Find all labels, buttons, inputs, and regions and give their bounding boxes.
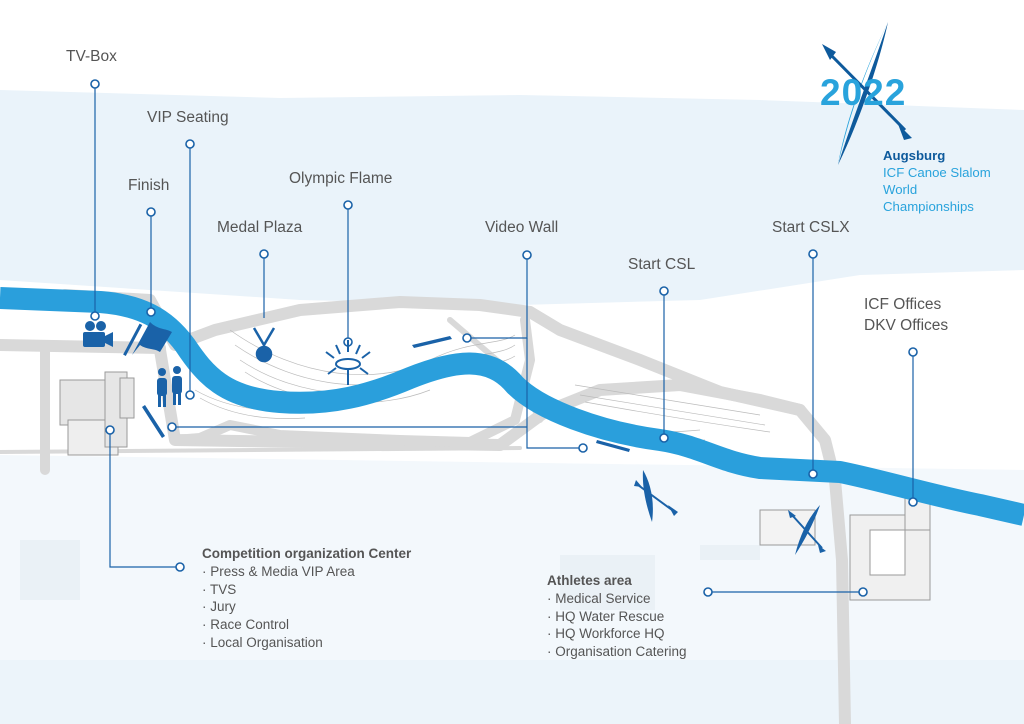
people-icon xyxy=(157,366,182,407)
label-start-cslx: Start CSLX xyxy=(772,219,850,236)
river xyxy=(0,287,1024,526)
logo-city: Augsburg xyxy=(883,148,946,163)
marker-athletes-area-site[interactable] xyxy=(858,587,868,597)
list-item: · Medical Service xyxy=(547,590,651,606)
medal-icon xyxy=(252,327,276,363)
marker-medal-plaza[interactable] xyxy=(259,249,269,259)
label-start-csl: Start CSL xyxy=(628,256,696,273)
athletes-area-title: Athletes area xyxy=(547,573,632,588)
marker-tv-box[interactable] xyxy=(90,79,100,89)
list-item: · TVS xyxy=(202,581,237,597)
label-offices: ICF Offices DKV Offices xyxy=(864,294,948,336)
label-olympic-flame: Olympic Flame xyxy=(289,170,393,187)
marker-icf-offices[interactable] xyxy=(908,347,918,357)
label-medal-plaza: Medal Plaza xyxy=(217,219,303,236)
marker-competition-center-site[interactable] xyxy=(105,425,115,435)
logo-event-line: Championships xyxy=(883,199,974,214)
kayak-icon xyxy=(634,470,678,522)
camera-icon xyxy=(83,321,113,347)
roads xyxy=(0,289,851,724)
marker-tv-box-site[interactable] xyxy=(90,311,100,321)
label-finish: Finish xyxy=(128,177,170,194)
connector-lines xyxy=(94,84,914,593)
marker-video-wall-site-3[interactable] xyxy=(167,422,177,432)
river-boats xyxy=(142,336,630,452)
list-item: · Organisation Catering xyxy=(547,644,687,660)
competition-center-info: Competition organization Center · Press … xyxy=(202,545,411,652)
championship-logo-graphic xyxy=(822,22,912,165)
marker-olympic-flame[interactable] xyxy=(343,200,353,210)
list-item: · Jury xyxy=(202,599,236,615)
list-item: · HQ Water Rescue xyxy=(547,608,665,624)
marker-vip-seating-site[interactable] xyxy=(185,390,195,400)
marker-start-csl[interactable] xyxy=(659,286,669,296)
logo-event-line: ICF Canoe Slalom xyxy=(883,165,991,180)
list-item: · Race Control xyxy=(202,617,290,633)
olympic-flame-icon xyxy=(325,340,371,385)
list-item: · Local Organisation xyxy=(202,634,323,650)
list-item: · HQ Workforce HQ xyxy=(547,626,665,642)
athletes-area-info: Athletes area · Medical Service · HQ Wat… xyxy=(547,572,687,661)
logo-year: 2022 xyxy=(820,72,907,113)
marker-start-cslx[interactable] xyxy=(808,249,818,259)
marker-video-wall-site-1[interactable] xyxy=(462,333,472,343)
label-vip-seating: VIP Seating xyxy=(147,109,229,126)
finish-flag-icon xyxy=(123,322,172,356)
marker-start-cslx-site[interactable] xyxy=(808,469,818,479)
location-markers xyxy=(90,79,918,597)
marker-icf-offices-site[interactable] xyxy=(908,497,918,507)
competition-center-title: Competition organization Center xyxy=(202,546,412,561)
marker-start-csl-site[interactable] xyxy=(659,433,669,443)
marker-athletes-area[interactable] xyxy=(703,587,713,597)
logo-text: Augsburg ICF Canoe Slalom World Champion… xyxy=(883,147,991,215)
marker-video-wall[interactable] xyxy=(522,250,532,260)
marker-finish[interactable] xyxy=(146,207,156,217)
marker-competition-center[interactable] xyxy=(175,562,185,572)
label-icf-offices: ICF Offices xyxy=(864,296,942,313)
label-tv-box: TV-Box xyxy=(66,48,117,65)
label-dkv-offices: DKV Offices xyxy=(864,317,949,334)
label-video-wall: Video Wall xyxy=(485,219,559,236)
logo-event-line: World xyxy=(883,182,918,197)
marker-vip-seating[interactable] xyxy=(185,139,195,149)
buildings xyxy=(59,371,931,601)
marker-finish-site[interactable] xyxy=(146,307,156,317)
marker-video-wall-site-2[interactable] xyxy=(578,443,588,453)
list-item: · Press & Media VIP Area xyxy=(202,563,355,579)
kayak-icon-2 xyxy=(788,505,826,555)
